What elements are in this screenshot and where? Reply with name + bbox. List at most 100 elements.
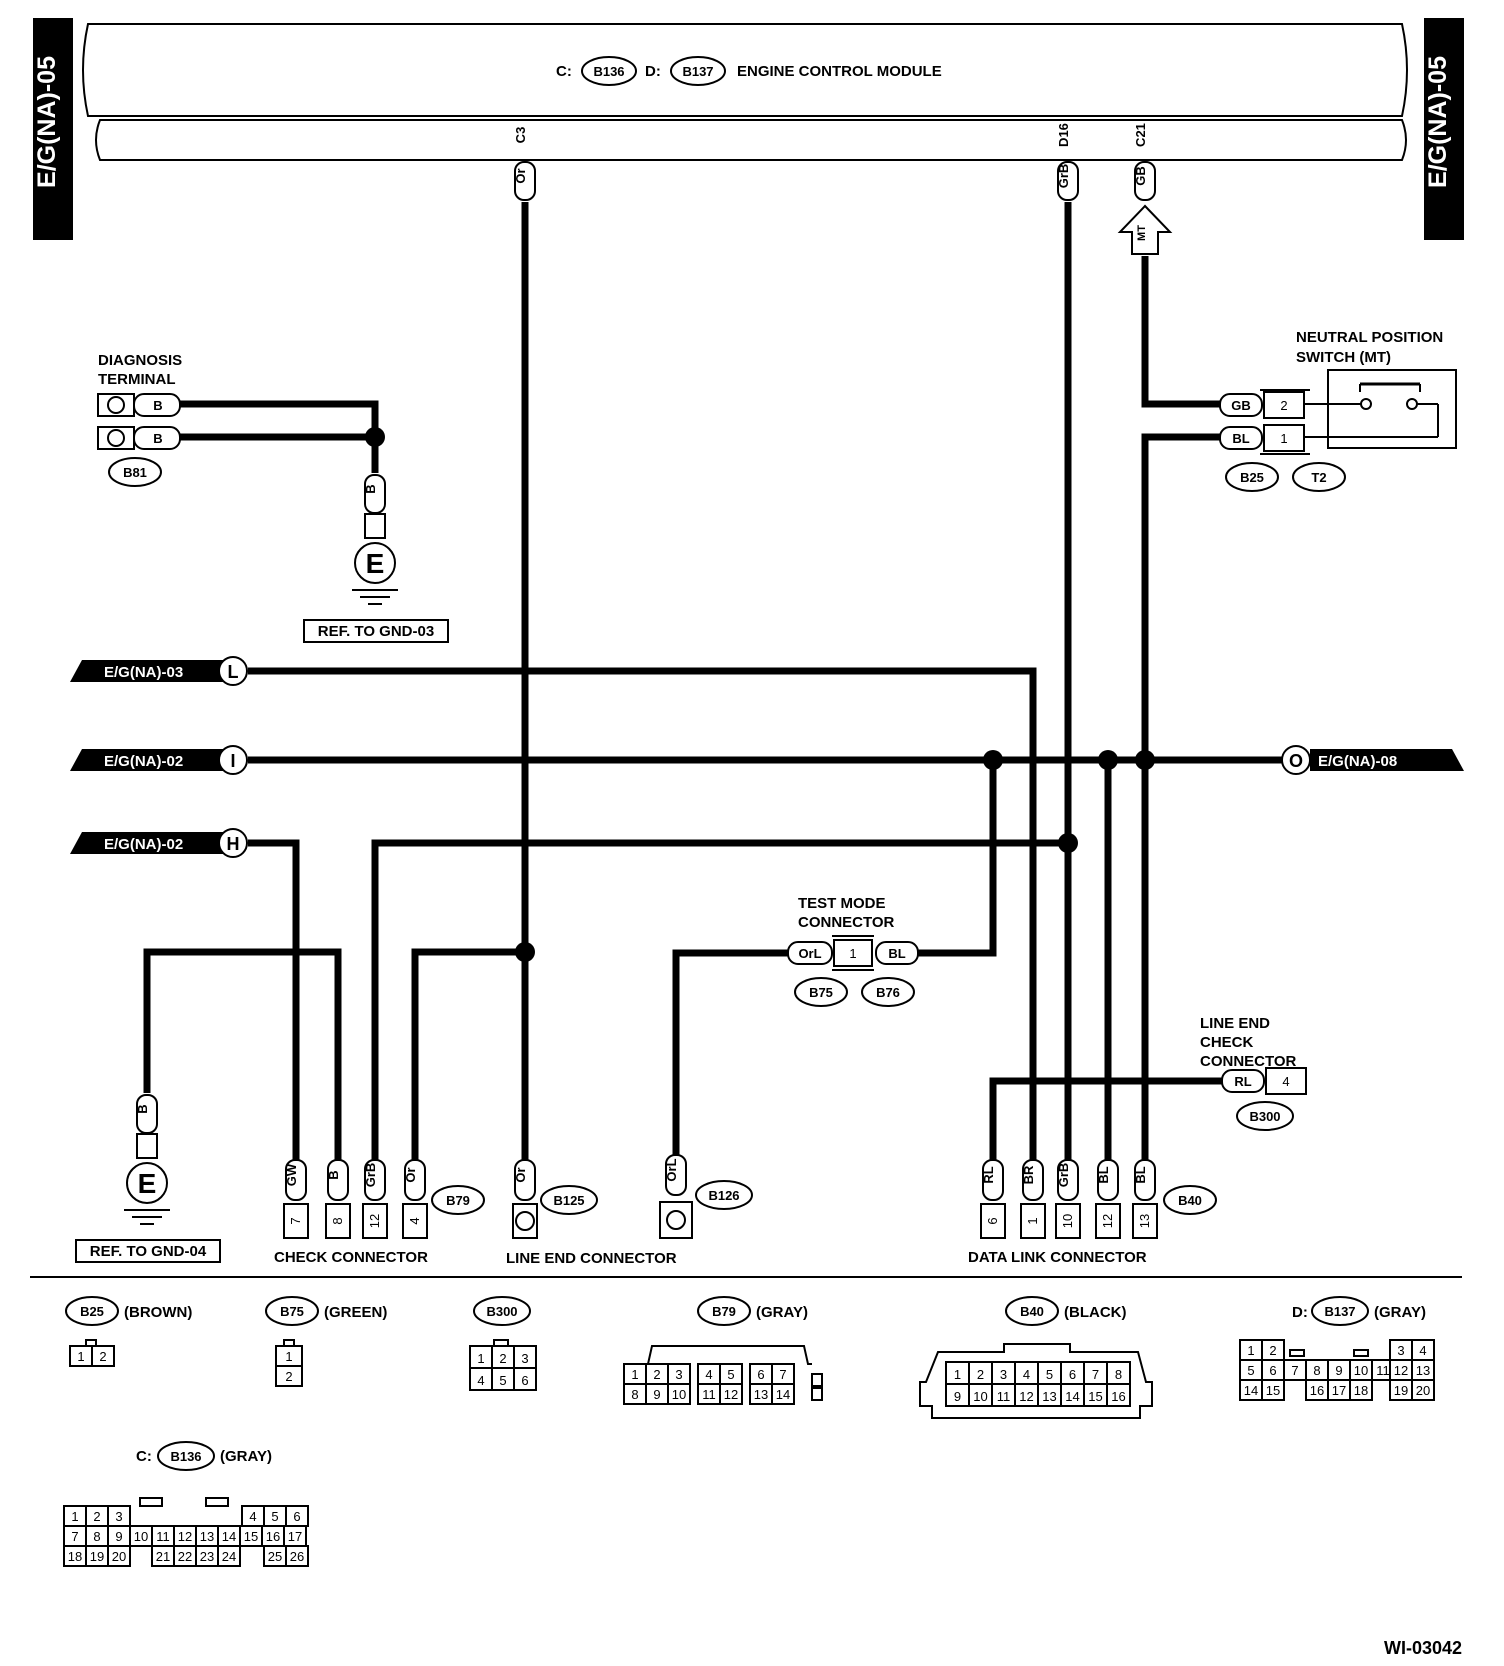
connector-view-b75: B75 (GREEN) 1 2 (265, 1296, 387, 1387)
check-wire-grb: GrB 12 (362, 1159, 388, 1239)
svg-text:1: 1 (1025, 1217, 1040, 1224)
b136-pin: 11 (156, 1529, 170, 1544)
b137-pin: 5 (1247, 1363, 1254, 1378)
b136-pin: 6 (293, 1509, 300, 1524)
svg-text:B300: B300 (1249, 1109, 1280, 1124)
line-end-check-connector: LINE END CHECK CONNECTOR RL 4 B300 (1200, 1015, 1307, 1131)
b79-pin: 10 (672, 1387, 686, 1402)
diagnosis-connector-id: B81 (123, 465, 147, 480)
b137-pin: 3 (1397, 1343, 1404, 1358)
b300-pin: 6 (521, 1373, 528, 1388)
dlc-wire-bl-12: BL 12 (1095, 1159, 1121, 1239)
svg-text:NEUTRAL POSITION: NEUTRAL POSITION (1296, 329, 1443, 346)
b136-pin: 22 (178, 1549, 192, 1564)
svg-text:T2: T2 (1311, 470, 1326, 485)
b40-pin: 8 (1115, 1367, 1122, 1382)
wires (143, 202, 1282, 1160)
b137-pin: 7 (1291, 1363, 1298, 1378)
svg-text:(GRAY): (GRAY) (1374, 1304, 1426, 1321)
junction-dots (365, 427, 1155, 962)
ref-gnd-03: REF. TO GND-03 (318, 623, 434, 640)
svg-text:7: 7 (288, 1217, 303, 1224)
dlc-wire-grb: GrB 10 (1055, 1159, 1081, 1239)
svg-text:DIAGNOSIS: DIAGNOSIS (98, 352, 182, 369)
svg-text:BL: BL (1096, 1166, 1111, 1183)
b79-pin: 7 (779, 1367, 786, 1382)
svg-text:13: 13 (1137, 1214, 1152, 1228)
b137-pin: 4 (1419, 1343, 1426, 1358)
svg-text:H: H (227, 834, 240, 854)
ecm-pin-c3: C3 Or (513, 127, 536, 201)
b40-pin: 5 (1046, 1367, 1053, 1382)
svg-text:Or: Or (403, 1167, 418, 1182)
b137-pin: 12 (1394, 1363, 1408, 1378)
check-connector-title: CHECK CONNECTOR (274, 1249, 428, 1266)
svg-text:BR: BR (1021, 1165, 1036, 1184)
b40-pin: 2 (977, 1367, 984, 1382)
svg-text:GrB: GrB (1056, 164, 1071, 189)
svg-text:E/G(NA)-05: E/G(NA)-05 (33, 56, 61, 188)
svg-text:B79: B79 (712, 1304, 736, 1319)
svg-text:E/G(NA)-02: E/G(NA)-02 (104, 836, 183, 853)
b137-pin: 13 (1416, 1363, 1430, 1378)
svg-text:1: 1 (285, 1349, 292, 1364)
test-mode-connector: TEST MODE CONNECTOR OrL 1 BL B75 B76 (787, 895, 919, 1007)
b137-pin: 9 (1335, 1363, 1342, 1378)
svg-text:4: 4 (1282, 1074, 1289, 1089)
b137-pin: 18 (1354, 1383, 1368, 1398)
svg-text:TEST MODE: TEST MODE (798, 895, 886, 912)
b136-pin: 8 (93, 1529, 100, 1544)
b137-pin: 10 (1354, 1363, 1368, 1378)
svg-text:OrL: OrL (798, 946, 821, 961)
svg-text:CONNECTOR: CONNECTOR (798, 914, 895, 931)
b79-pin: 4 (705, 1367, 712, 1382)
b79-pin: 1 (631, 1367, 638, 1382)
b79-pin: 5 (727, 1367, 734, 1382)
b136-pin: 19 (90, 1549, 104, 1564)
svg-text:6: 6 (985, 1217, 1000, 1224)
data-link-connector-title: DATA LINK CONNECTOR (968, 1249, 1147, 1266)
b136-pin: 24 (222, 1549, 236, 1564)
svg-text:GB: GB (1231, 398, 1251, 413)
b136-pin: 5 (271, 1509, 278, 1524)
line-end-connector: Or B125 OrL B126 LINE END CONNECTOR (506, 1154, 753, 1267)
b40-pin: 6 (1069, 1367, 1076, 1382)
b136-pin: 16 (266, 1529, 280, 1544)
check-wire-gw: GW 7 (283, 1159, 309, 1239)
svg-text:BL: BL (1232, 431, 1249, 446)
ecm-block: C: B136 D: B137 ENGINE CONTROL MODULE (82, 23, 1408, 161)
b136-pin: 7 (71, 1529, 78, 1544)
side-tag-right: E/G(NA)-05 (1424, 18, 1464, 240)
check-connector: GW 7 B 8 GrB 12 Or 4 B79 CHECK CONNECTOR (274, 1159, 485, 1266)
b137-pin: 1 (1247, 1343, 1254, 1358)
svg-text:E: E (138, 1168, 157, 1199)
ecm-d-connector: B137 (682, 64, 713, 79)
b40-pin: 11 (997, 1389, 1011, 1404)
b136-pin: 10 (134, 1529, 148, 1544)
svg-text:E/G(NA)-03: E/G(NA)-03 (104, 664, 183, 681)
b137-pin: 20 (1416, 1383, 1430, 1398)
svg-text:D16: D16 (1056, 123, 1071, 147)
b137-pin: 14 (1244, 1383, 1258, 1398)
neutral-position-switch: NEUTRAL POSITION SWITCH (MT) GB 2 BL 1 B… (1219, 329, 1457, 492)
svg-text:BL: BL (1133, 1166, 1148, 1183)
b136-pin: 2 (93, 1509, 100, 1524)
svg-text:2: 2 (1280, 398, 1287, 413)
connector-view-b25: B25 (BROWN) 1 2 (65, 1296, 192, 1367)
b136-pin: 15 (244, 1529, 258, 1544)
b300-pin: 2 (499, 1351, 506, 1366)
b137-pin: 16 (1310, 1383, 1324, 1398)
ground-gnd03: B E REF. TO GND-03 (303, 474, 449, 643)
svg-text:2: 2 (99, 1349, 106, 1364)
svg-text:(BROWN): (BROWN) (124, 1304, 192, 1321)
b300-pin: 1 (477, 1351, 484, 1366)
svg-text:MT: MT (1136, 225, 1148, 241)
svg-text:CONNECTOR: CONNECTOR (1200, 1053, 1297, 1070)
b79-pin: 14 (776, 1387, 790, 1402)
svg-text:D:: D: (1292, 1304, 1308, 1321)
data-link-connector: RL 6 BR 1 GrB 10 BL 12 BL 13 (968, 1159, 1217, 1266)
b300-pin: 5 (499, 1373, 506, 1388)
